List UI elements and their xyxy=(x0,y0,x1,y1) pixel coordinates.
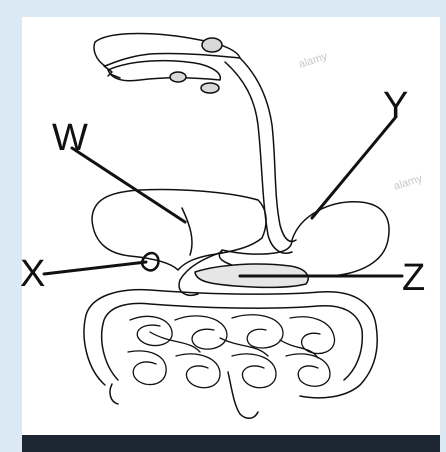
label-z: Z xyxy=(402,257,425,299)
label-x: X xyxy=(20,253,45,295)
esophagus xyxy=(225,58,296,253)
salivary-gland-1 xyxy=(202,38,222,52)
watermark-2: alamy xyxy=(392,172,424,193)
watermark-1: alamy xyxy=(297,50,329,71)
label-w: W xyxy=(52,117,88,159)
appendix xyxy=(110,384,118,404)
salivary-gland-3 xyxy=(201,83,219,93)
label-y: Y xyxy=(383,85,408,127)
leader-line-y xyxy=(312,118,395,218)
small-intestine xyxy=(128,315,335,388)
leader-line-w xyxy=(72,148,185,222)
tongue xyxy=(108,61,220,81)
liver-lobe-line xyxy=(182,208,192,255)
salivary-gland-2 xyxy=(170,72,186,82)
leader-line-x xyxy=(44,262,146,274)
liver xyxy=(92,189,266,270)
